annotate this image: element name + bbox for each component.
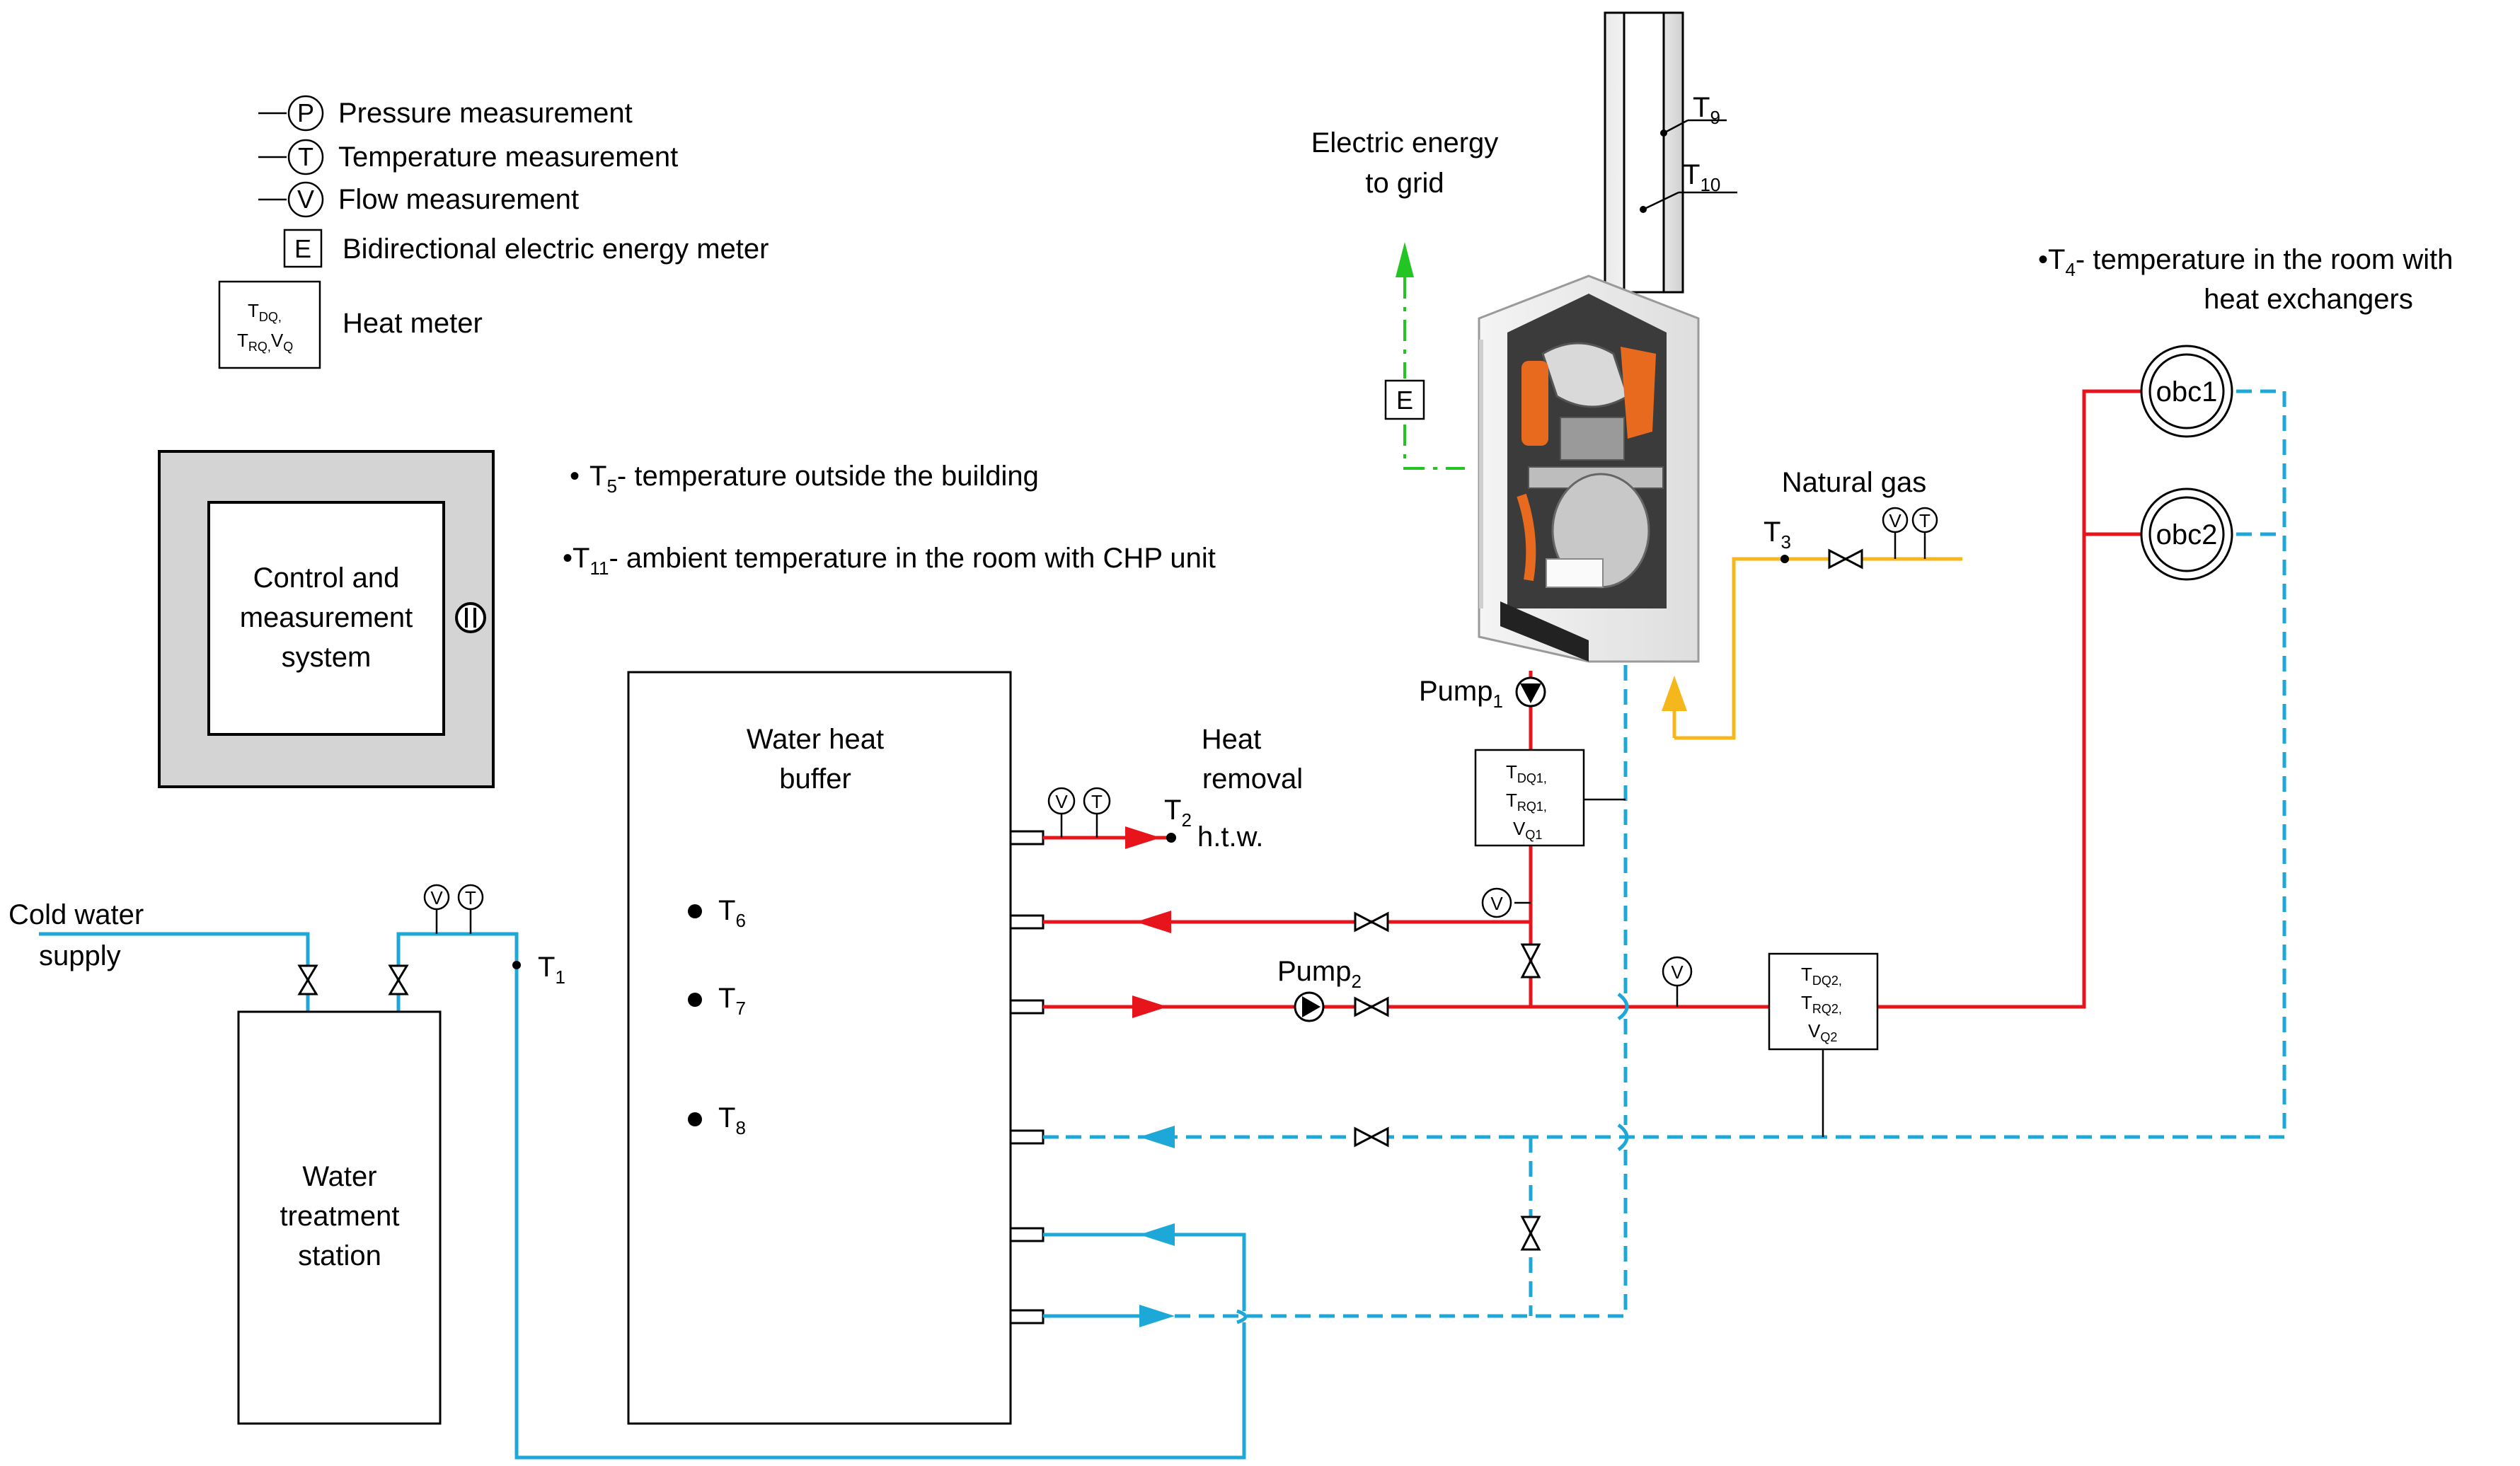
svg-text:Cold water: Cold water: [8, 899, 144, 930]
chp-unit-illustration: [1478, 275, 1700, 663]
svg-text:buffer: buffer: [779, 763, 851, 795]
grid-arrow-up-icon: [1396, 242, 1414, 277]
svg-text:supply: supply: [39, 940, 121, 971]
legend-energy-meter-label: Bidirectional electric energy meter: [343, 233, 769, 265]
svg-text:station: station: [298, 1240, 381, 1271]
flow-symbol: V: [297, 185, 314, 214]
t7-label: T7: [718, 983, 746, 1019]
supply-flow-symbol: V: [1671, 962, 1684, 983]
energy-meter-symbol: E: [294, 234, 311, 263]
svg-text:Water heat: Water heat: [747, 724, 884, 755]
t10-label: T10: [1683, 159, 1720, 195]
gas-flow-symbol: V: [1889, 510, 1901, 531]
svg-text:obc2: obc2: [2156, 519, 2218, 550]
pressure-symbol: P: [297, 98, 314, 127]
exchanger-obc2: obc2: [2140, 487, 2233, 581]
natural-gas-line: Natural gas T3 V T: [1662, 467, 1962, 740]
svg-text:TDQ1,: TDQ1,: [1506, 761, 1547, 785]
legend-flow-label: Flow measurement: [338, 184, 579, 215]
legend-heat-meter: TDQ, TRQ,VQ Heat meter: [218, 280, 483, 369]
legend-pressure: P Pressure measurement: [258, 95, 633, 132]
note-t4: •T4- temperature in the room with: [2038, 244, 2453, 280]
vertical-valve-red-icon: [1520, 943, 1541, 979]
valve-red-return-icon: [1354, 911, 1389, 933]
svg-text:TDQ,: TDQ,: [248, 300, 282, 324]
legend-flow: V Flow measurement: [258, 181, 579, 218]
t3-label: T3: [1764, 516, 1791, 553]
svg-text:Control and: Control and: [253, 562, 400, 594]
pump2-icon: [1294, 991, 1325, 1022]
t6-label: T6: [718, 895, 746, 931]
svg-text:TRQ,VQ: TRQ,VQ: [237, 330, 293, 354]
electric-energy-to-grid: Electric energy to grid E: [1311, 127, 1499, 470]
svg-text:Water: Water: [302, 1161, 376, 1192]
svg-text:measurement: measurement: [240, 602, 413, 633]
chp-circuit: Pump1 TDQ1, TRQ1, VQ1 V TDQ2, TRQ2, VQ2 …: [1053, 665, 1879, 1318]
legend-temperature-label: Temperature measurement: [338, 142, 678, 173]
legend-pressure-label: Pressure measurement: [338, 98, 633, 129]
control-switch-icon: [455, 602, 486, 633]
t2-label: T2: [1164, 795, 1192, 831]
grid-energy-meter-symbol: E: [1396, 386, 1413, 415]
control-measurement-system: Control and measurement system: [158, 450, 495, 788]
svg-text:Heat: Heat: [1202, 724, 1262, 755]
temperature-symbol: T: [298, 142, 313, 171]
cold-water-valve2-icon: [388, 964, 409, 995]
chimney: T9 T10: [1604, 11, 1737, 294]
cold-water-supply: Cold water supply V T T1: [8, 884, 565, 1012]
svg-text:removal: removal: [1202, 763, 1303, 795]
t8-label: T8: [718, 1102, 746, 1138]
svg-text:obc1: obc1: [2156, 376, 2218, 408]
svg-text:T: T: [465, 887, 476, 908]
htw-label: h.t.w.: [1197, 821, 1263, 853]
cold-water-valve1-icon: [297, 964, 318, 995]
legend: P Pressure measurement T Temperature mea…: [218, 95, 769, 369]
pump1-icon: [1515, 676, 1546, 708]
legend-energy-meter: E Bidirectional electric energy meter: [283, 229, 769, 268]
svg-text:VQ2: VQ2: [1808, 1020, 1837, 1044]
svg-text:V: V: [1055, 791, 1068, 812]
t9-label: T9: [1693, 92, 1720, 128]
svg-text:VQ1: VQ1: [1513, 818, 1542, 842]
natural-gas-label: Natural gas: [1782, 467, 1927, 498]
return-flow-symbol: V: [1490, 893, 1503, 914]
svg-text:V: V: [430, 887, 443, 908]
legend-temperature: T Temperature measurement: [258, 139, 678, 175]
valve-blue-return-icon: [1354, 1126, 1389, 1148]
water-heat-buffer: Water heat buffer T6 T7 T8: [627, 671, 1045, 1425]
vertical-valve-blue-icon: [1520, 1216, 1541, 1251]
svg-text:TRQ2,: TRQ2,: [1801, 992, 1842, 1016]
pump1-label: Pump1: [1419, 676, 1503, 712]
svg-text:TRQ1,: TRQ1,: [1506, 790, 1547, 814]
gas-valve-icon: [1828, 548, 1863, 570]
gas-temp-symbol: T: [1919, 510, 1931, 531]
svg-text:system: system: [282, 642, 372, 673]
note-t11: •T11- ambient temperature in the room wi…: [563, 543, 1216, 579]
svg-text:Electric energy: Electric energy: [1311, 127, 1499, 158]
exchanger-obc1: obc1: [2140, 345, 2233, 438]
svg-text:TDQ2,: TDQ2,: [1801, 964, 1842, 988]
note-t5: •T5- temperature outside the building: [570, 461, 1039, 497]
note-t4-line2: heat exchangers: [2204, 284, 2413, 315]
gas-arrow-up-icon: [1662, 676, 1687, 711]
svg-text:treatment: treatment: [280, 1201, 400, 1232]
valve-red-supply-icon: [1354, 996, 1389, 1017]
heat-exchangers: obc1 obc2: [1053, 345, 2286, 1139]
svg-text:to grid: to grid: [1365, 168, 1444, 199]
buffer-pipes: V T T2 h.t.w. Heat removal Pump2: [471, 724, 1531, 1460]
pump2-label: Pump2: [1277, 956, 1362, 992]
svg-text:T: T: [1091, 791, 1103, 812]
t1-label: T1: [538, 952, 565, 988]
legend-heat-meter-label: Heat meter: [343, 308, 483, 339]
water-treatment-station: Water treatment station: [237, 1010, 442, 1425]
